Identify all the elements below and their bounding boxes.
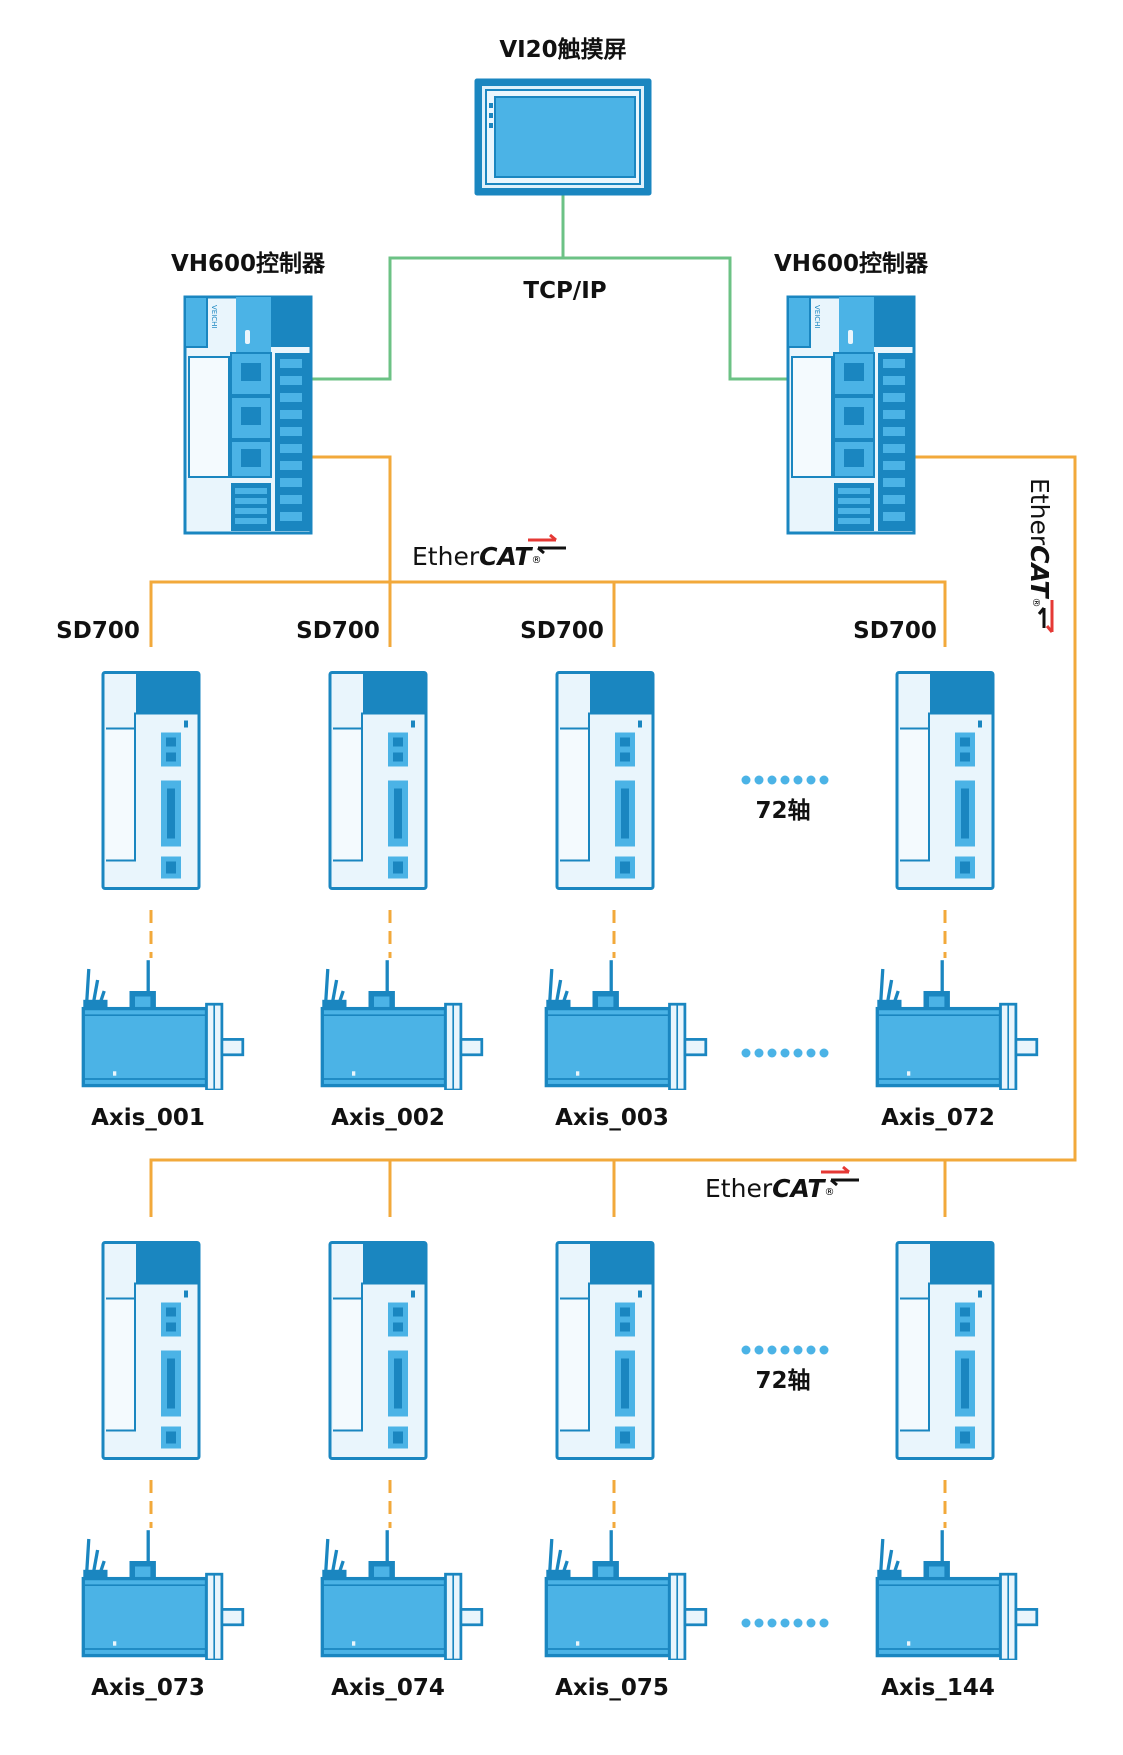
axis-label-075: Axis_075: [555, 1675, 669, 1701]
drive-label-1: SD700: [56, 618, 140, 644]
axis-label-001: Axis_001: [91, 1105, 205, 1131]
controller-right: VH600控制器 VEICHI: [774, 250, 929, 535]
controller-right-label: VH600控制器: [774, 250, 929, 277]
touch-screen-icon: [474, 78, 652, 196]
servo-drive-icon: [328, 670, 428, 891]
tcpip-trunk: [255, 195, 565, 381]
servo-drive-icon: [555, 1240, 655, 1461]
servo-motor-icon: [544, 958, 708, 1090]
servo-drive-icon: [895, 1240, 995, 1461]
ethercat-logo-2-word1: Ether: [705, 1174, 773, 1203]
drive-label-4: SD700: [853, 618, 937, 644]
svg-text:EtherCAT®: EtherCAT®: [412, 542, 541, 571]
ethercat-logo-3-reg: ®: [1030, 597, 1041, 607]
servo-drive-icon: [555, 670, 655, 891]
ethercat-logo-2: EtherCAT®: [705, 1165, 859, 1203]
plc-icon: [786, 295, 916, 535]
servo-motor-icon: [81, 958, 245, 1090]
axis-label-072: Axis_072: [881, 1105, 995, 1131]
servo-motor-icon: [875, 958, 1039, 1090]
controller-left: VH600控制器 VEICHI: [171, 250, 326, 535]
svg-text:EtherCAT®: EtherCAT®: [1025, 478, 1054, 607]
axis-label-144: Axis_144: [881, 1675, 995, 1701]
axis-count-label-1: 72轴: [755, 797, 810, 824]
ethercat-logo-1-word1: Ether: [412, 542, 480, 571]
controller-right-brand: VEICHI: [813, 305, 821, 329]
ethercat-logo-2-reg: ®: [824, 1187, 834, 1198]
drive-label-3: SD700: [520, 618, 604, 644]
ethercat-logo-3-word1: Ether: [1025, 478, 1054, 546]
servo-drive-icon: [101, 1240, 201, 1461]
axis-label-003: Axis_003: [555, 1105, 669, 1131]
ethercat-logo-1: EtherCAT®: [412, 533, 566, 571]
servo-drive-icon: [101, 670, 201, 891]
ethercat-cables: [149, 455, 1077, 1217]
controller-left-label: VH600控制器: [171, 250, 326, 277]
tcpip-label: TCP/IP: [523, 278, 606, 304]
axis-label-074: Axis_074: [331, 1675, 445, 1701]
servo-motor-icon: [544, 1528, 708, 1660]
more-drives-dots-1: [741, 775, 829, 785]
drive-motor-links: [149, 910, 947, 1528]
hmi-label: VI20触摸屏: [499, 36, 626, 63]
more-motors-dots-1: [741, 1048, 829, 1058]
axis-count-label-2: 72轴: [755, 1367, 810, 1394]
ethercat-logo-1-reg: ®: [531, 555, 541, 566]
ethercat-logo-vertical: EtherCAT®: [1025, 478, 1054, 633]
ethercat-bus-1: [149, 455, 947, 647]
servo-drive-icon: [328, 1240, 428, 1461]
svg-text:EtherCAT®: EtherCAT®: [705, 1174, 834, 1203]
ethercat-bus-2: [149, 455, 1077, 1217]
servo-motor-icon: [320, 1528, 484, 1660]
more-motors-dots-2: [741, 1618, 829, 1628]
more-drives-dots-2: [741, 1345, 829, 1355]
ethercat-logo-3-word2: CAT: [1025, 545, 1054, 599]
controller-left-brand: VEICHI: [210, 305, 218, 329]
ethercat-logo-2-word2: CAT: [772, 1174, 826, 1203]
servo-motor-icon: [875, 1528, 1039, 1660]
servo-drive-icon: [895, 670, 995, 891]
axis-label-073: Axis_073: [91, 1675, 205, 1701]
servo-motor-icon: [81, 1528, 245, 1660]
axis-label-002: Axis_002: [331, 1105, 445, 1131]
ethercat-logo-1-word2: CAT: [479, 542, 533, 571]
plc-icon: [183, 295, 313, 535]
servo-motor-icon: [320, 958, 484, 1090]
drive-label-2: SD700: [296, 618, 380, 644]
